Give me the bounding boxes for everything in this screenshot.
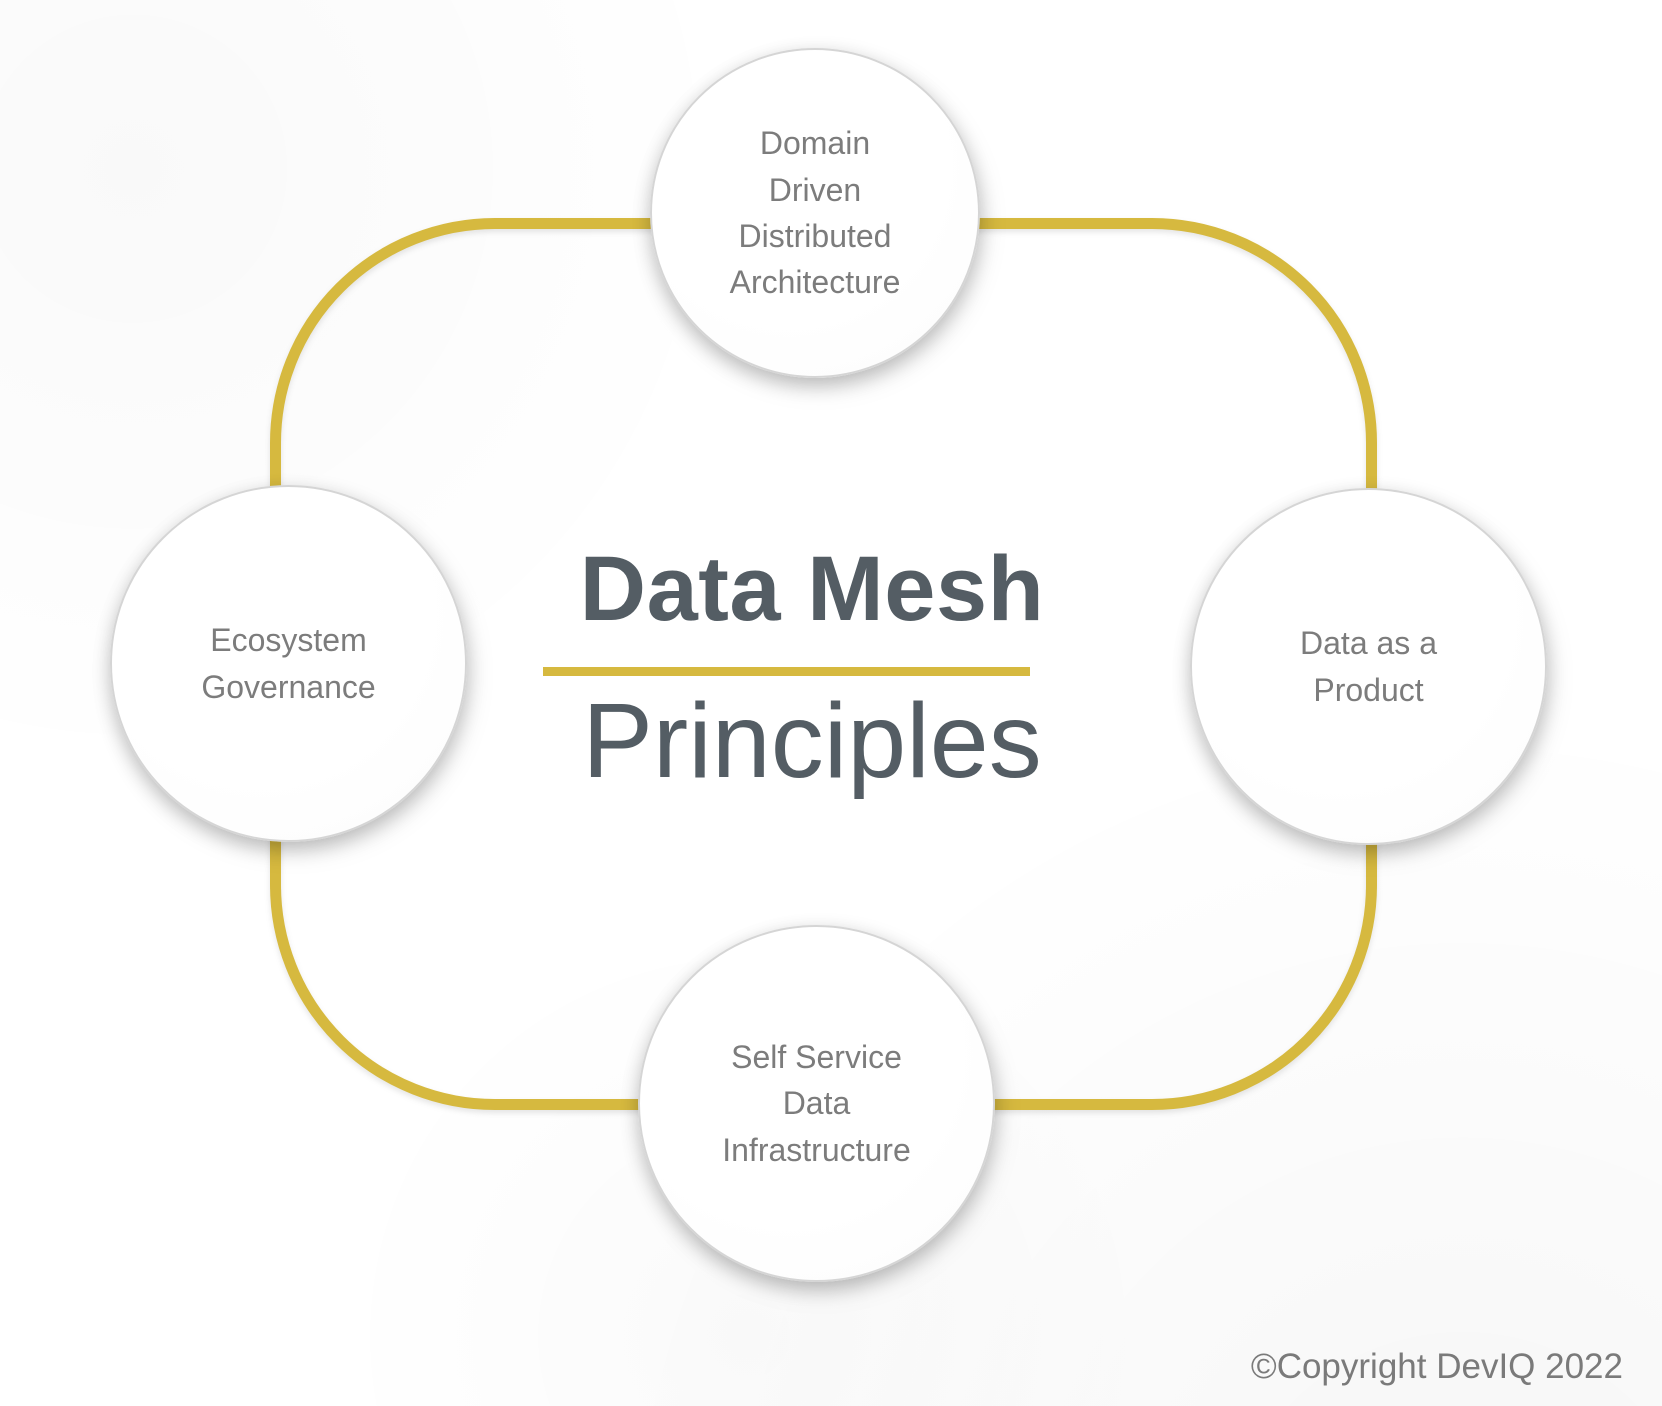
copyright-text: ©Copyright DevIQ 2022 <box>1250 1347 1623 1386</box>
title-secondary: Principles <box>582 682 1042 800</box>
node-circle-data-as-a-product: Data as a Product <box>1190 488 1547 845</box>
node-circle-domain-driven: Domain Driven Distributed Architecture <box>650 48 980 378</box>
node-circle-self-service-infrastructure: Self Service Data Infrastructure <box>638 925 995 1282</box>
node-label-self-service-infrastructure: Self Service Data Infrastructure <box>722 1038 911 1168</box>
node-label-data-as-a-product: Data as a Product <box>1300 625 1437 708</box>
node-label-ecosystem-governance: Ecosystem Governance <box>201 622 376 705</box>
node-circle-ecosystem-governance: Ecosystem Governance <box>110 485 467 842</box>
title-primary: Data Mesh <box>579 538 1045 640</box>
title-divider <box>542 667 1030 676</box>
title-block: Data Mesh Principles <box>412 543 1212 794</box>
node-label-domain-driven: Domain Driven Distributed Architecture <box>729 125 901 301</box>
